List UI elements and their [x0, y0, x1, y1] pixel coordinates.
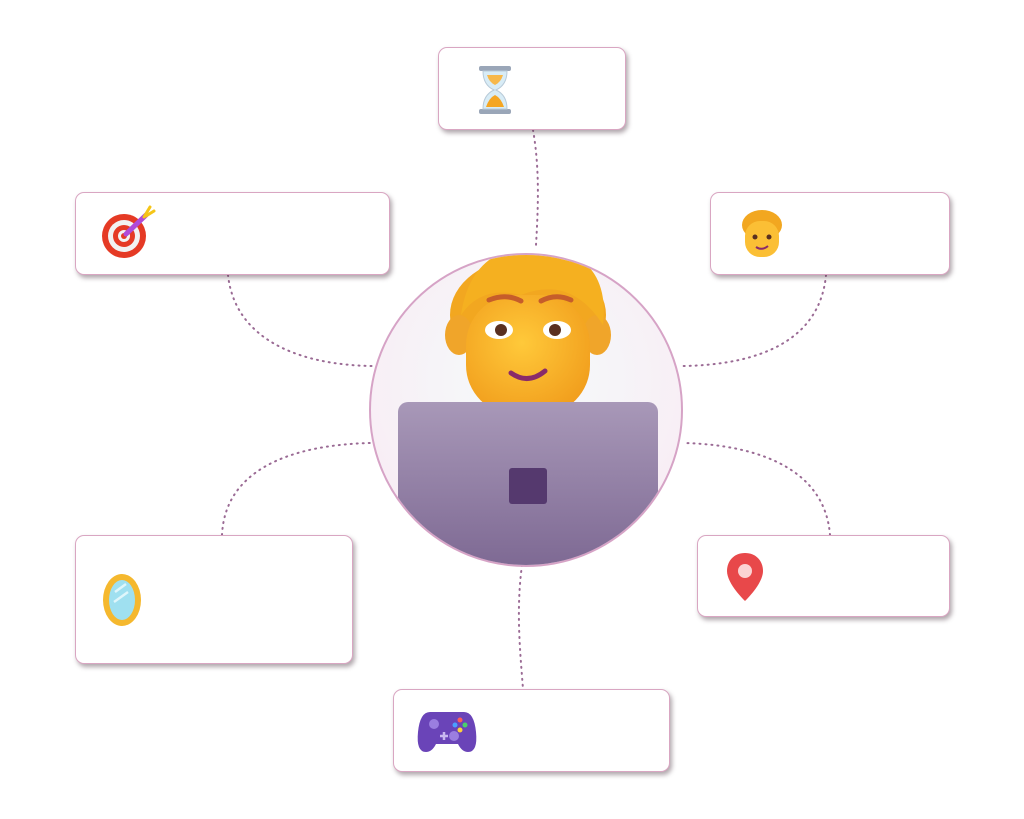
connector-lower-right	[683, 442, 831, 536]
node-upper-right	[710, 192, 950, 275]
person-at-laptop-icon	[398, 255, 658, 565]
hourglass-icon	[479, 66, 511, 114]
mirror-icon	[103, 574, 141, 626]
target-dart-icon	[102, 205, 156, 258]
node-bottom	[393, 689, 670, 772]
connector-upper-left	[227, 274, 373, 367]
node-lower-right	[697, 535, 950, 617]
connector-top	[532, 129, 539, 246]
connector-bottom	[517, 564, 524, 690]
node-upper-left	[75, 192, 390, 275]
center-avatar-circle	[369, 253, 683, 567]
person-face-icon	[742, 210, 782, 257]
game-controller-icon	[417, 712, 477, 752]
location-pin-icon	[727, 553, 763, 601]
connector-lower-left	[221, 442, 371, 536]
node-top	[438, 47, 626, 130]
node-lower-left	[75, 535, 353, 664]
connector-upper-right	[681, 274, 827, 367]
